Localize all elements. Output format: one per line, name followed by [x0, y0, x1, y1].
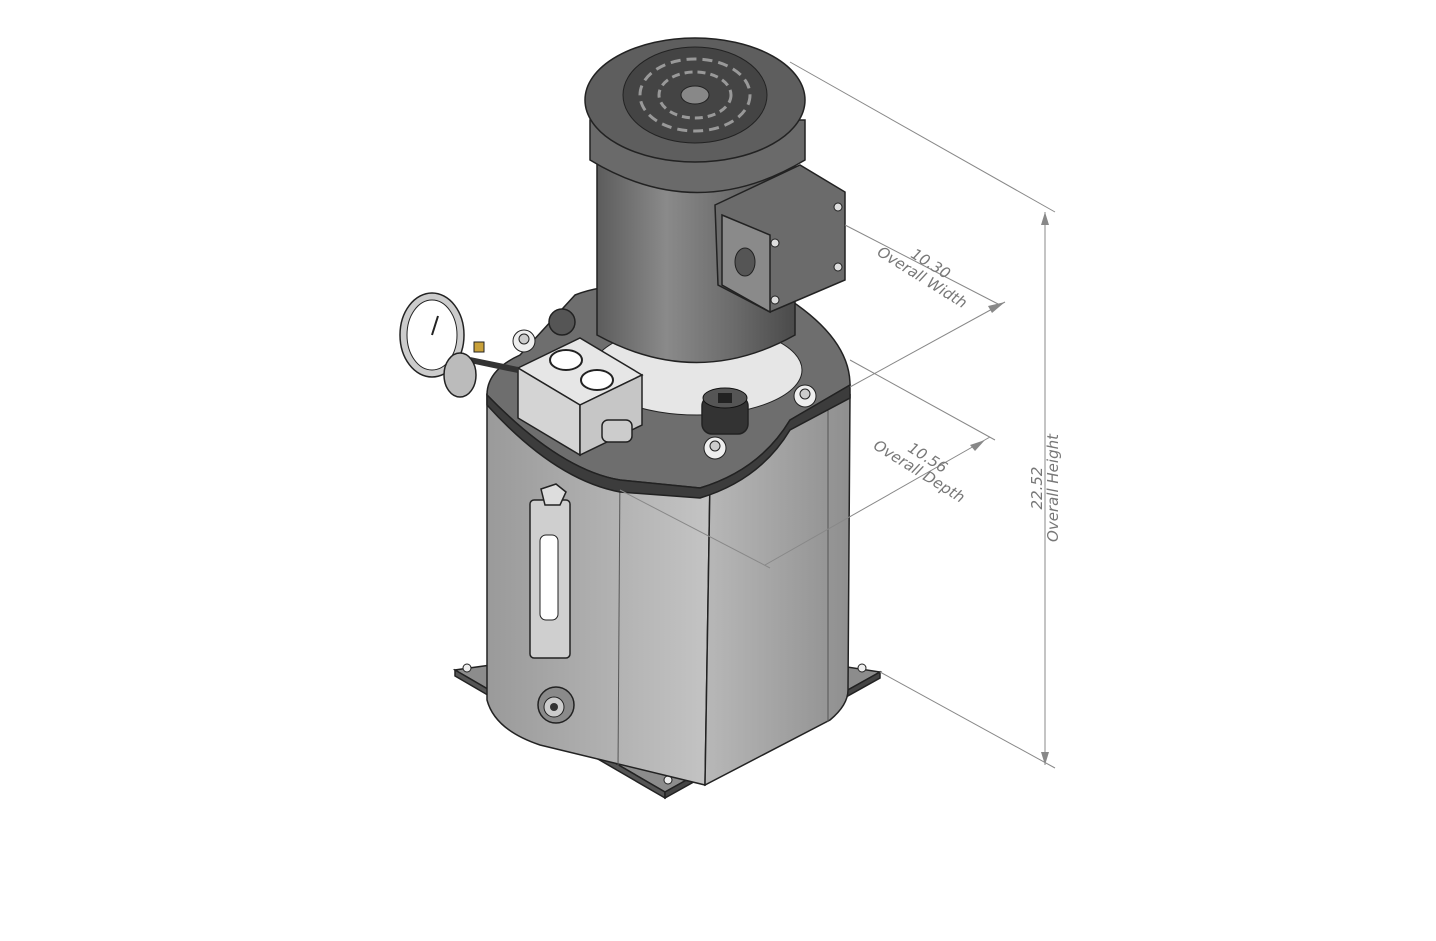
electric-motor [584, 37, 846, 364]
filler-breather-cap [701, 387, 749, 435]
bolt-icon [512, 329, 536, 353]
pressure-gauge [399, 292, 519, 398]
dimension-lines [619, 61, 1056, 769]
junction-box [714, 164, 846, 314]
bolt-icon [703, 436, 727, 460]
sight-gauge [529, 483, 571, 659]
relief-valve-block [516, 337, 644, 457]
dimension-depth: 10.56 Overall Depth [870, 436, 968, 506]
height-value: 22.52 [1028, 467, 1046, 510]
bolt-icon [793, 384, 817, 408]
drain-plug [537, 686, 575, 724]
dimension-width: 10.30 Overall Width [874, 243, 970, 312]
height-label: Overall Height [1044, 433, 1062, 542]
dimension-height: 22.52 Overall Height [1028, 433, 1062, 542]
